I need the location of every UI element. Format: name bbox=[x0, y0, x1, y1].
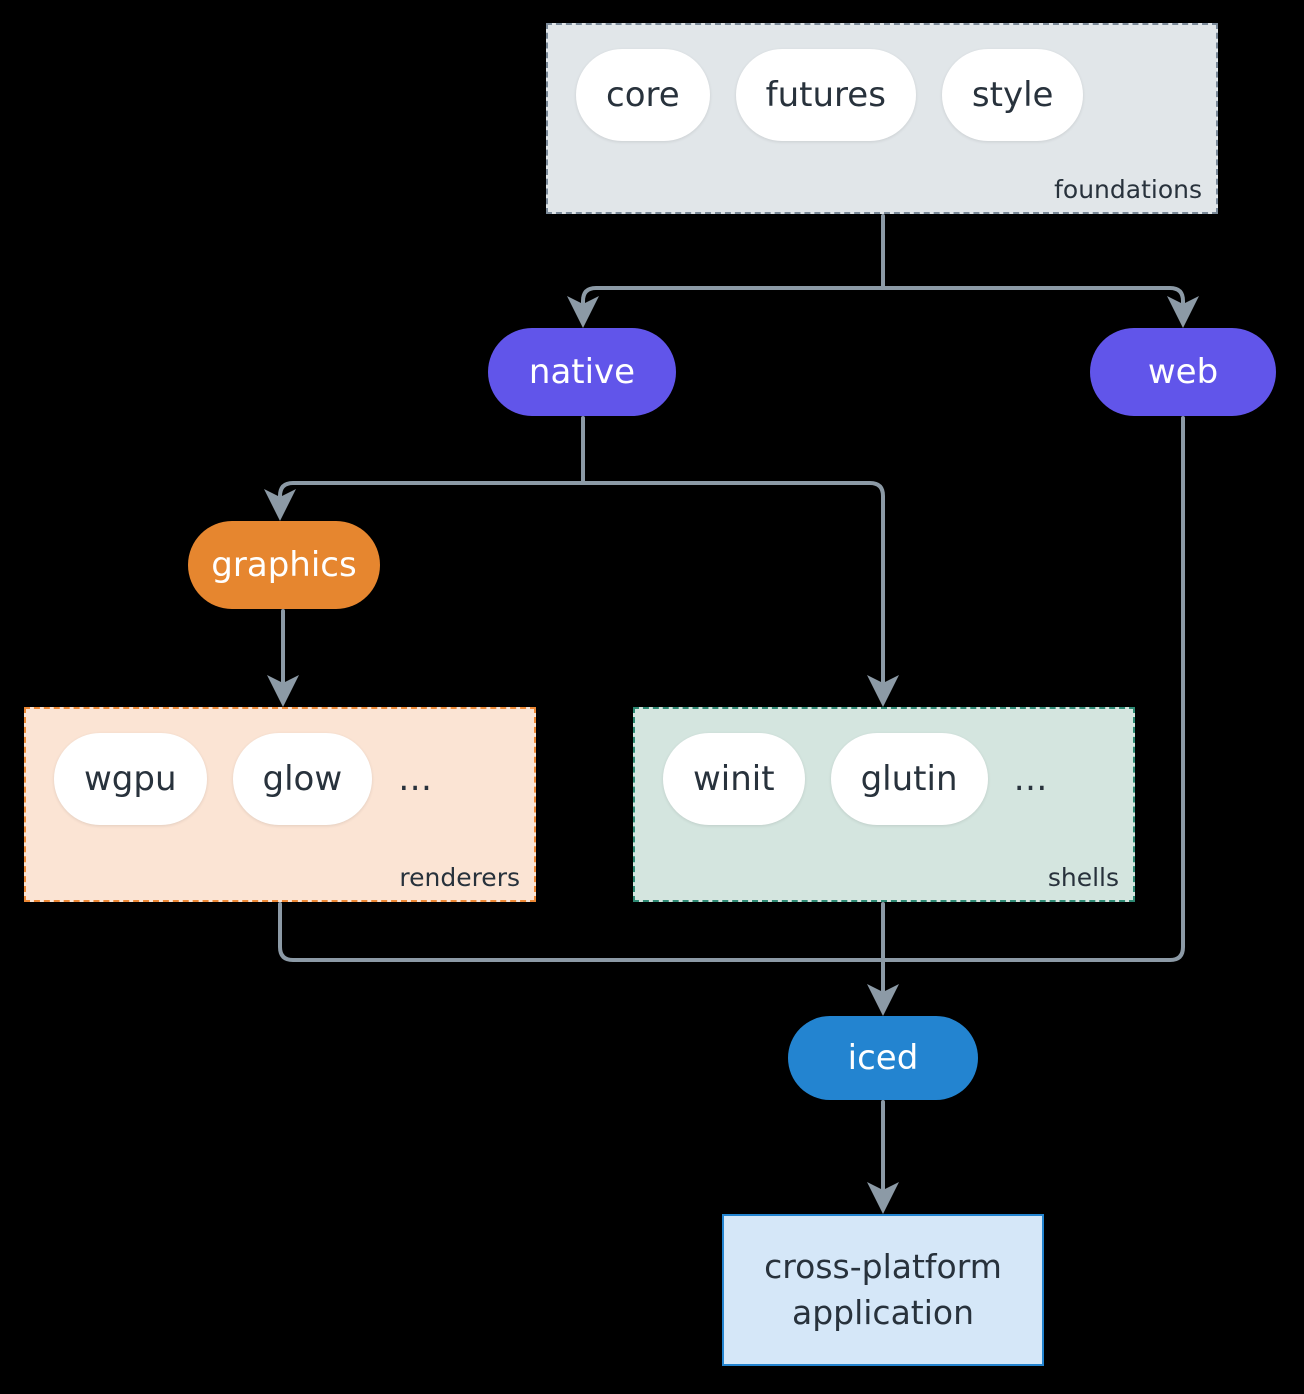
edge-native-graphics bbox=[264, 481, 585, 521]
node-cross-platform-application[interactable]: cross-platform application bbox=[722, 1214, 1044, 1366]
edge-native-shells bbox=[581, 481, 899, 707]
renderers-more-indicator: … bbox=[398, 759, 433, 799]
node-style[interactable]: style bbox=[941, 49, 1084, 141]
cluster-renderers: wgpu glow … renderers bbox=[24, 707, 536, 902]
cluster-shells-items: winit glutin … bbox=[635, 733, 1048, 825]
cluster-foundations-items: core futures style bbox=[548, 49, 1084, 141]
cluster-shells: winit glutin … shells bbox=[633, 707, 1135, 902]
node-iced[interactable]: iced bbox=[788, 1016, 978, 1100]
node-glow[interactable]: glow bbox=[232, 733, 373, 825]
node-web[interactable]: web bbox=[1090, 328, 1276, 416]
node-core[interactable]: core bbox=[576, 49, 710, 141]
cluster-shells-label: shells bbox=[1047, 863, 1119, 892]
node-graphics[interactable]: graphics bbox=[188, 521, 380, 609]
cluster-foundations: core futures style foundations bbox=[546, 23, 1218, 214]
node-futures[interactable]: futures bbox=[735, 49, 916, 141]
node-native[interactable]: native bbox=[488, 328, 676, 416]
cluster-renderers-items: wgpu glow … bbox=[26, 733, 432, 825]
node-wgpu[interactable]: wgpu bbox=[54, 733, 207, 825]
cluster-renderers-label: renderers bbox=[399, 863, 520, 892]
edge-foundations-native bbox=[567, 286, 885, 328]
node-winit[interactable]: winit bbox=[663, 733, 805, 825]
node-glutin[interactable]: glutin bbox=[830, 733, 988, 825]
application-line-1: cross-platform bbox=[764, 1247, 1002, 1287]
edge-renderers-iced bbox=[278, 902, 885, 962]
edge-foundations-web bbox=[881, 286, 1199, 328]
application-line-2: application bbox=[791, 1293, 975, 1332]
shells-more-indicator: … bbox=[1013, 759, 1048, 799]
cluster-foundations-label: foundations bbox=[1054, 175, 1202, 204]
